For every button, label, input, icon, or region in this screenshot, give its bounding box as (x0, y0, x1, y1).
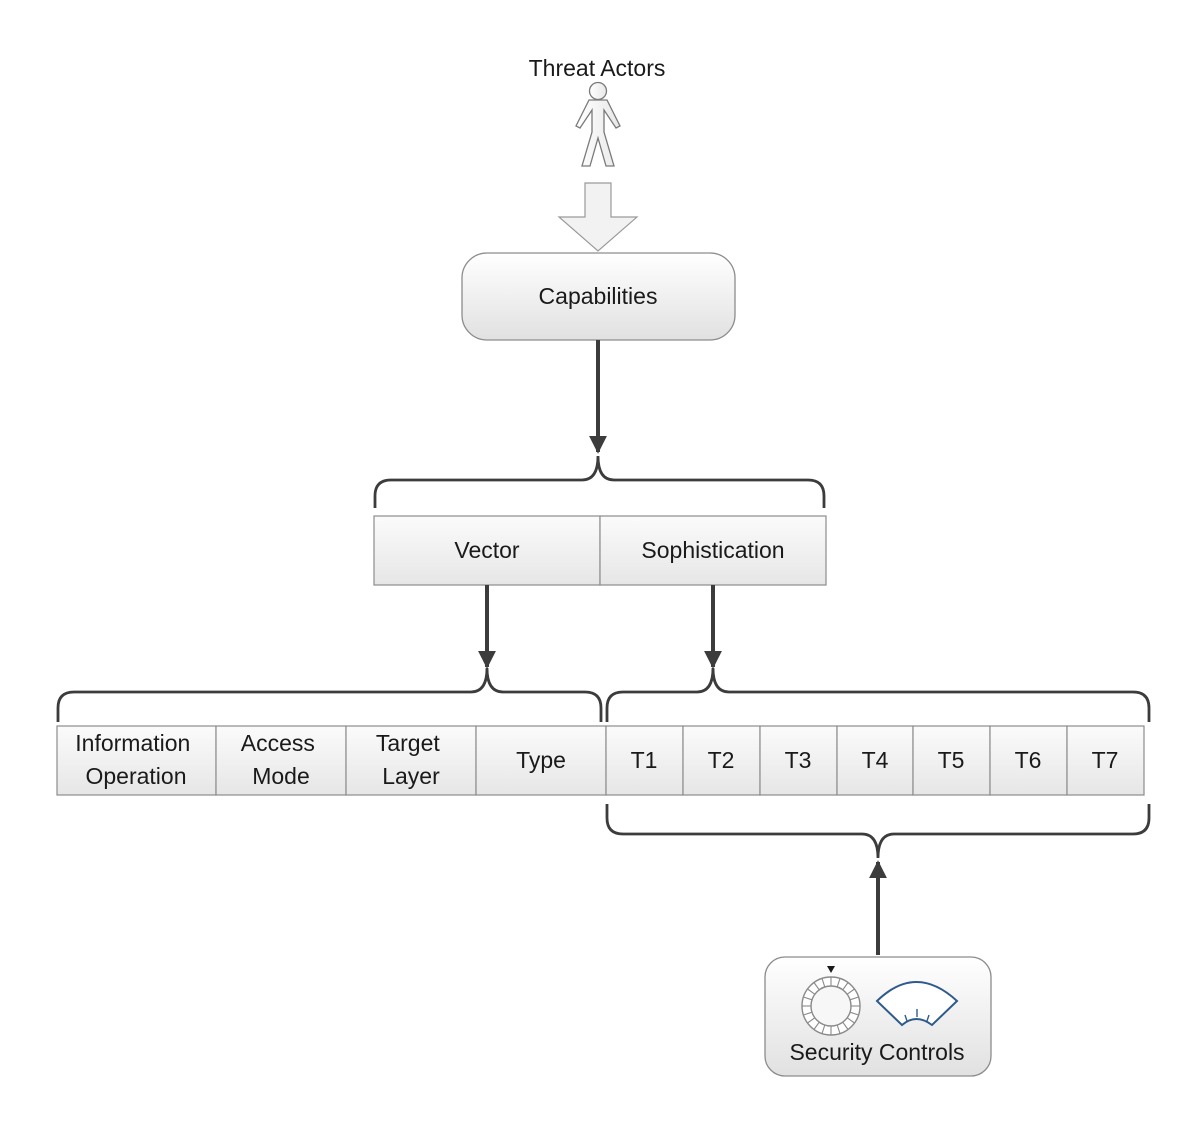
tier-cell (836, 725, 914, 796)
capabilities-label: Capabilities (539, 283, 658, 309)
vector-field-label: Type (516, 747, 566, 773)
tier-cell (1066, 725, 1145, 796)
capabilities-brace (373, 455, 826, 508)
vector-label: Vector (454, 537, 520, 563)
tier-label: T3 (785, 747, 812, 773)
tier-cell (759, 725, 838, 796)
vector-field-cell (215, 725, 347, 796)
tier-cell (912, 725, 991, 796)
vector-field-cell (475, 725, 607, 796)
sophistication-tiers-row: T1 T2 T3 T4 T5 T6 T7 (605, 725, 1145, 796)
vector-field-label: Target Layer (376, 730, 446, 789)
vector-field-cell (345, 725, 477, 796)
vector-cell (373, 515, 601, 586)
tier-label: T4 (862, 747, 889, 773)
tier-cell (682, 725, 761, 796)
vector-brace (56, 667, 603, 722)
security-controls-brace (605, 804, 1151, 859)
vector-field-label: Access Mode (241, 730, 322, 789)
gauge-icon (875, 981, 959, 1027)
tier-label: T7 (1092, 747, 1119, 773)
person-icon (575, 81, 621, 167)
security-controls-label: Security Controls (789, 1039, 964, 1065)
vector-fields-row: Information Operation Access Mode Target… (56, 725, 607, 796)
tier-label: T1 (631, 747, 658, 773)
tier-cell (605, 725, 684, 796)
sophistication-brace (605, 667, 1151, 722)
tier-label: T2 (708, 747, 735, 773)
tier-cell (989, 725, 1068, 796)
sophistication-label: Sophistication (641, 537, 784, 563)
block-arrow-down-icon (557, 182, 639, 252)
capability-fields-row: Vector Sophistication (373, 515, 827, 586)
vector-field-label: Information Operation (75, 730, 196, 789)
tier-label: T5 (938, 747, 965, 773)
tier-label: T6 (1015, 747, 1042, 773)
threat-actors-label: Threat Actors (529, 55, 666, 81)
security-controls-box: Security Controls (764, 956, 992, 1077)
capabilities-box: Capabilities (461, 252, 736, 341)
dial-icon (801, 966, 861, 1036)
